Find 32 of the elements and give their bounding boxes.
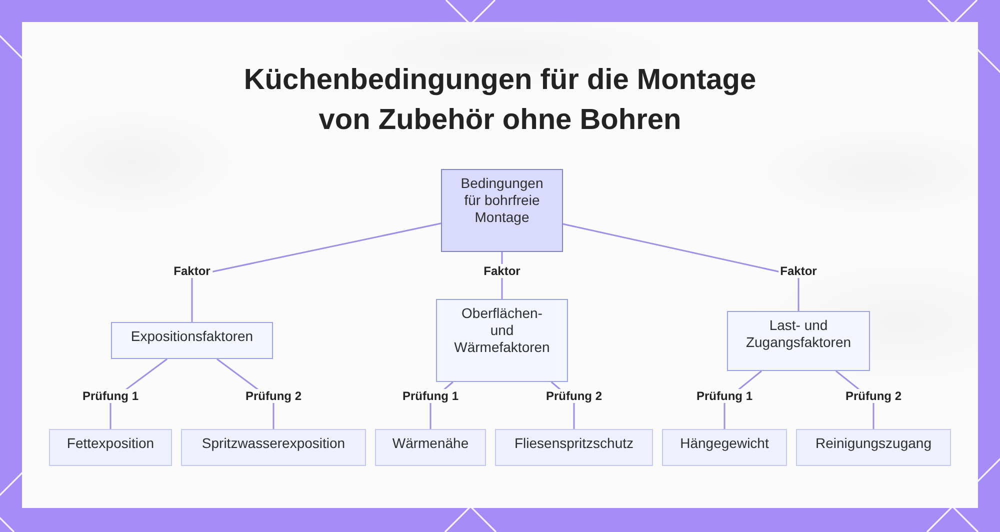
category-box — [727, 311, 870, 371]
box-label: Spritzwasserexposition — [202, 435, 346, 452]
criterion-box — [375, 429, 486, 466]
box-label: Hängegewicht — [680, 435, 769, 452]
category-box — [111, 322, 273, 359]
criterion-box — [495, 429, 653, 466]
box-label: Bedingungen für bohrfreie Montage — [460, 175, 544, 226]
edge-label: Prüfung 1 — [694, 389, 754, 403]
box-label: Fettexposition — [66, 435, 154, 452]
edge-label: Prüfung 2 — [844, 389, 904, 403]
criterion-box — [796, 429, 951, 466]
connector-line — [562, 223, 800, 311]
root-box — [441, 169, 563, 252]
edge-label: Faktor — [778, 264, 819, 278]
edge-label: Prüfung 1 — [400, 389, 460, 403]
box-label: Expositionsfaktoren — [130, 328, 254, 345]
category-box — [436, 299, 568, 382]
criterion-box — [181, 429, 366, 466]
box-label: Fliesenspritzschutz — [514, 435, 634, 452]
edge-label: Prüfung 2 — [244, 389, 304, 403]
box-label: Wärmenähe — [392, 435, 469, 452]
criterion-box — [49, 429, 172, 466]
box-label: Oberflächen- und Wärmefaktoren — [453, 305, 551, 356]
edge-label: Prüfung 1 — [80, 389, 140, 403]
connector-line — [191, 222, 442, 322]
title: Küchenbedingungen für die Montage von Zubehör ohne Bohren — [242, 63, 758, 138]
criterion-box — [662, 429, 787, 466]
edge-label: Faktor — [482, 264, 522, 278]
box-label: Last- und Zugangsfaktoren — [744, 317, 852, 351]
edge-label: Prüfung 2 — [544, 389, 604, 403]
box-label: Reinigungszugang — [816, 435, 932, 452]
edge-label: Faktor — [172, 264, 212, 278]
